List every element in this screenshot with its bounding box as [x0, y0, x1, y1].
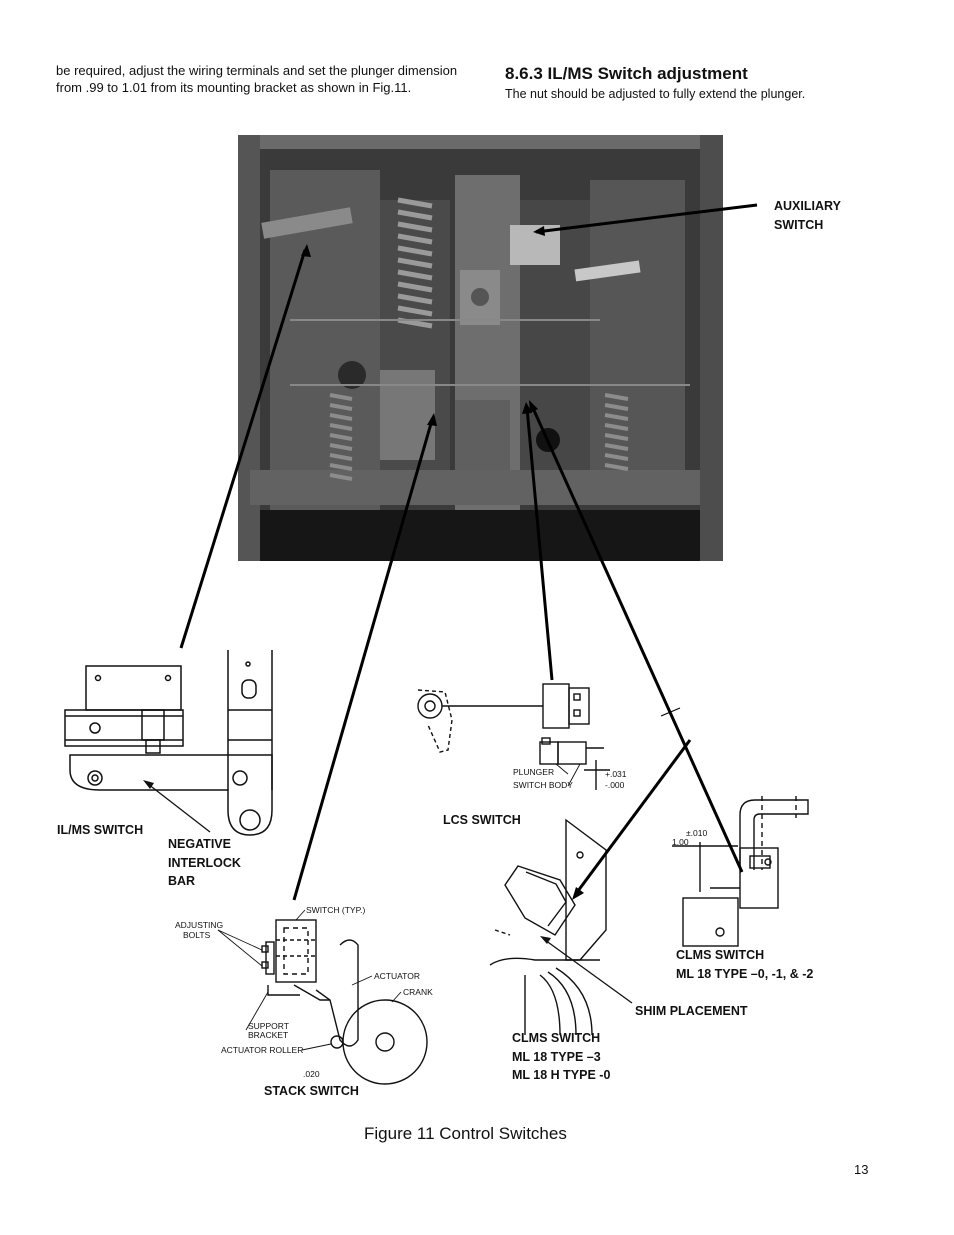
callout-arrowheads	[301, 226, 584, 900]
dim-100-label: 1.00	[672, 837, 689, 847]
bolts-label: BOLTS	[183, 930, 211, 940]
negative-interlock-bar-label: NEGATIVE INTERLOCK BAR	[168, 837, 241, 888]
mechanism-photo	[238, 135, 723, 561]
lcs-switch-label: LCS SWITCH	[443, 813, 521, 827]
auxiliary-switch-label: AUXILIARY SWITCH	[774, 199, 841, 232]
clms-switch-type-3-label: CLMS SWITCH ML 18 TYPE –3 ML 18 H TYPE -…	[512, 1031, 611, 1082]
drawing-labels: PLUNGER SWITCH BODY +.031 -.000 ±.010 1.…	[175, 767, 707, 1079]
adjusting-label: ADJUSTING	[175, 920, 223, 930]
ilms-switch-drawing	[64, 650, 273, 836]
callout-lines	[179, 203, 758, 901]
negative-interlock-bar-arrow	[143, 780, 211, 833]
intro-paragraph: be required, adjust the wiring terminals…	[56, 63, 458, 95]
crank-label: CRANK	[403, 987, 433, 997]
stack-switch-drawing	[261, 919, 428, 1085]
clms-tick	[660, 707, 681, 717]
lcs-switch-drawing	[417, 683, 610, 790]
section-heading: 8.6.3 IL/MS Switch adjustment	[505, 64, 748, 83]
support-label: SUPPORT	[248, 1021, 289, 1031]
dim-020-label: .020	[303, 1069, 320, 1079]
dim-031-label: +.031	[605, 769, 627, 779]
dim-000-label: -.000	[605, 780, 625, 790]
plunger-label: PLUNGER	[513, 767, 554, 777]
stack-switch-label: STACK SWITCH	[264, 1084, 359, 1098]
clms-switch-drawing-a	[672, 796, 809, 947]
page-number: 13	[854, 1162, 869, 1177]
switch-typ-label: SWITCH (TYP.)	[306, 905, 366, 915]
actuator-roller-label: ACTUATOR ROLLER	[221, 1045, 303, 1055]
section-body: The nut should be adjusted to fully exte…	[505, 87, 806, 101]
clms-switch-drawing-b	[489, 818, 607, 1036]
bracket-label: BRACKET	[248, 1030, 288, 1040]
ilms-switch-label: IL/MS SWITCH	[57, 823, 144, 837]
switch-body-label: SWITCH BODY	[513, 780, 573, 790]
shim-placement-arrow	[540, 936, 633, 1004]
clms-switch-type-0-1-2-label: CLMS SWITCH ML 18 TYPE –0, -1, & -2	[676, 948, 814, 981]
drawing-leader-lines	[217, 763, 581, 1051]
shim-placement-label: SHIM PLACEMENT	[635, 1004, 748, 1018]
actuator-label: ACTUATOR	[374, 971, 420, 981]
dim-010-label: ±.010	[686, 828, 707, 838]
figure-caption: Figure 11 Control Switches	[364, 1124, 567, 1143]
